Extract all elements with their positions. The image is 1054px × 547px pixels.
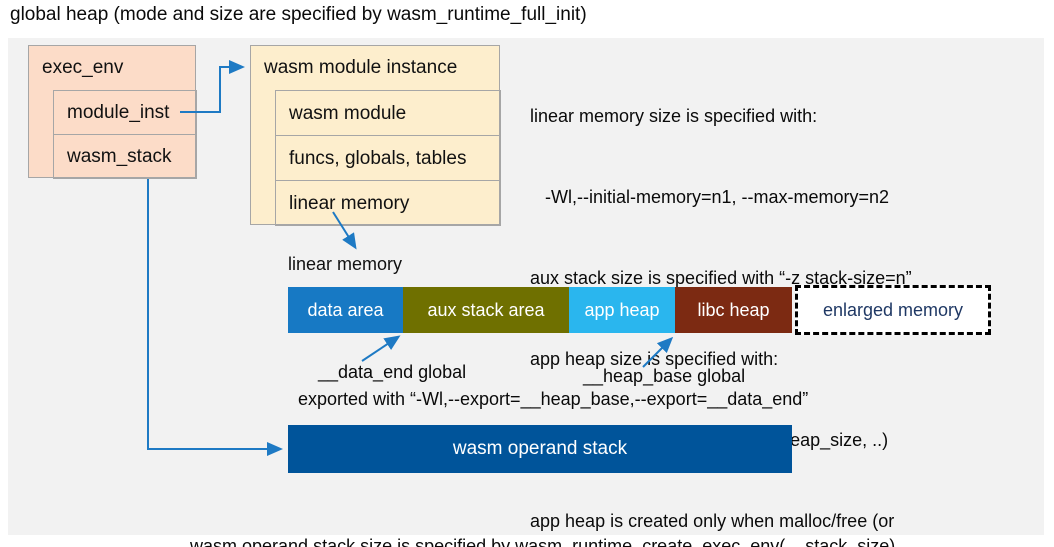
linear-memory-label: linear memory: [288, 254, 403, 274]
note-line: app heap is created only when malloc/fre…: [530, 511, 895, 531]
note-line: aux stack size is specified with “-z sta…: [530, 268, 912, 288]
note-line: linear memory size is specified with:: [530, 106, 818, 126]
segment-aux-stack-area: aux stack area: [403, 287, 569, 333]
exec-env-box: exec_env module_inst wasm_stack: [28, 45, 197, 179]
note-line: app heap size is specified with:: [530, 349, 779, 369]
segment-libc-heap: libc heap: [675, 287, 792, 333]
heap-base-global-label: __heap_base global: [583, 366, 746, 386]
note-line: -Wl,--initial-memory=n1, --max-memory=n2: [530, 187, 890, 207]
exported-flags-label: exported with “-Wl,--export=__heap_base,…: [298, 389, 809, 409]
segment-enlarged-memory: enlarged memory: [795, 285, 991, 335]
segment-app-heap: app heap: [569, 287, 675, 333]
exec-env-row-module-inst: module_inst: [53, 90, 197, 135]
module-instance-header: wasm module instance: [264, 57, 458, 78]
segment-data-area: data area: [288, 287, 403, 333]
exec-env-row-wasm-stack: wasm_stack: [53, 134, 197, 179]
operand-stack-notes: wasm operand stack size is specified by …: [190, 479, 1050, 547]
module-instance-box: wasm module instance wasm module funcs, …: [250, 45, 501, 226]
module-instance-row-linear-memory: linear memory: [275, 180, 501, 226]
note-line: wasm operand stack size is specified by …: [190, 536, 896, 547]
module-instance-row-funcs-globals-tables: funcs, globals, tables: [275, 135, 501, 181]
diagram-title: global heap (mode and size are specified…: [10, 4, 587, 25]
wasm-operand-stack-bar: wasm operand stack: [288, 425, 792, 473]
module-instance-row-wasm-module: wasm module: [275, 90, 501, 136]
data-end-global-label: __data_end global: [318, 362, 467, 382]
exec-env-header: exec_env: [42, 57, 124, 78]
